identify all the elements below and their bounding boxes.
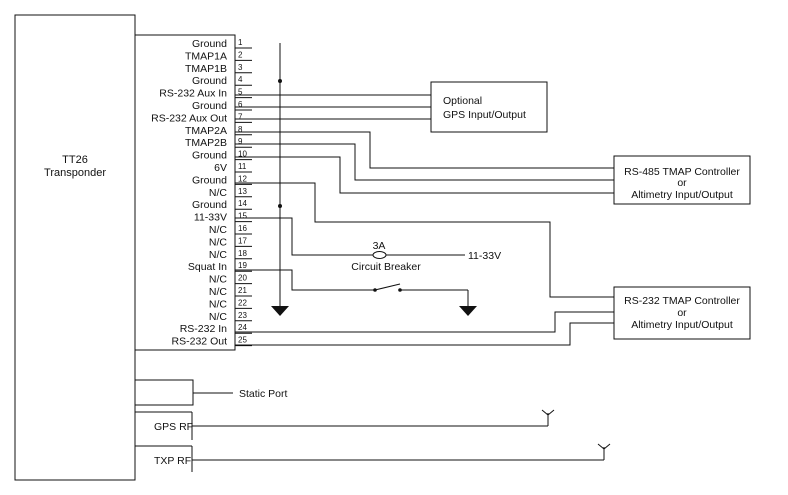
pin-label: N/C [209,224,228,236]
pin-label: RS-232 Out [172,336,228,348]
rs232-box [613,286,751,340]
static-port-label: Static Port [239,388,288,400]
pin-number: 22 [238,298,247,307]
pin-label: Squat In [188,261,227,273]
pin-number: 10 [238,150,247,159]
pin-number: 8 [238,125,243,134]
transponder-box [14,14,136,481]
pin-number: 16 [238,224,247,233]
gps-rf-label: GPS RF [154,421,193,433]
junction-dot [278,204,282,208]
pin-number: 25 [238,336,247,345]
pin-number: 17 [238,236,247,245]
pin-label: TMAP2B [185,137,227,149]
pin-number: 5 [238,88,243,97]
pin-label: N/C [209,298,228,310]
transponder-title: TT26 [62,154,88,166]
pin-label: RS-232 Aux In [159,88,227,100]
pin-number: 14 [238,199,247,208]
wire-tmap2b [235,143,614,181]
pin-label: RS-232 Aux Out [151,112,227,124]
gps-box-line2: GPS Input/Output [443,109,526,121]
pin-number: 6 [238,100,243,109]
pin-number: 4 [238,75,243,84]
wire-rs232-gnd [235,182,614,298]
rs232-box-line3: Altimetry Input/Output [631,319,733,331]
rs232-box-line2: or [677,307,687,319]
switch-contact [373,288,377,292]
rs485-box-line1: RS-485 TMAP Controller [624,166,740,178]
breaker-supply-label: 11-33V [468,250,501,262]
pin-label: N/C [209,187,228,199]
pin-number: 2 [238,50,243,59]
pin-label: Ground [192,75,227,87]
pin-number: 7 [238,112,243,121]
pin-label: N/C [209,286,228,298]
pin-number: 23 [238,311,247,320]
ground-symbol-icon [271,306,289,316]
pin-label: N/C [209,249,228,261]
gps-io-box [430,81,548,133]
wire-power-in [235,217,373,256]
pin-number: 18 [238,249,247,258]
circuit-breaker-icon [372,251,387,259]
wire-squat [235,269,375,291]
rs232-box-line1: RS-232 TMAP Controller [624,295,740,307]
pin-label: N/C [209,236,228,248]
wire-tmap2a [235,131,614,169]
switch-contact [398,288,402,292]
pin-label: Ground [192,38,227,50]
pin-label: Ground [192,199,227,211]
gps-antenna-icon [541,409,555,416]
txp-rf-label: TXP RF [154,455,191,467]
pin-number: 3 [238,63,243,72]
pin-number: 13 [238,187,247,196]
breaker-rating: 3A [373,240,386,252]
pin-number: 24 [238,323,247,332]
pin-number: 21 [238,286,247,295]
txp-antenna-icon [597,443,611,450]
rs485-box-line2: or [677,177,687,189]
static-port-block [134,379,194,406]
gps-box-line1: Optional [443,95,482,107]
pin-label: N/C [209,274,228,286]
wire-rs232-out [235,322,614,346]
pin-label: 6V [214,162,227,174]
pin-label: TMAP1A [185,50,227,62]
pin-number: 20 [238,274,247,283]
pin-label: TMAP2A [185,125,227,137]
wire-rs485-gnd [235,156,614,194]
wire-rs232-in [235,311,614,333]
pin-number: 11 [238,162,247,171]
connector-block [134,34,236,351]
pin-label: N/C [209,311,228,323]
pin-label: Ground [192,174,227,186]
pin-number: 19 [238,261,247,270]
switch-blade [374,283,401,291]
pin-number: 1 [238,38,243,47]
pin-label: 11-33V [194,212,227,224]
ground-symbol-icon [459,306,477,316]
pin-number: 12 [238,174,247,183]
junction-dot [278,79,282,83]
pin-label: Ground [192,100,227,112]
pin-label: TMAP1B [185,63,227,75]
rs485-box-line3: Altimetry Input/Output [631,189,733,201]
transponder-subtitle: Transponder [44,167,106,179]
pin-label: Ground [192,150,227,162]
pin-number: 9 [238,137,243,146]
pin-number: 15 [238,212,247,221]
breaker-label: Circuit Breaker [351,261,421,273]
pin-label: RS-232 In [180,323,227,335]
